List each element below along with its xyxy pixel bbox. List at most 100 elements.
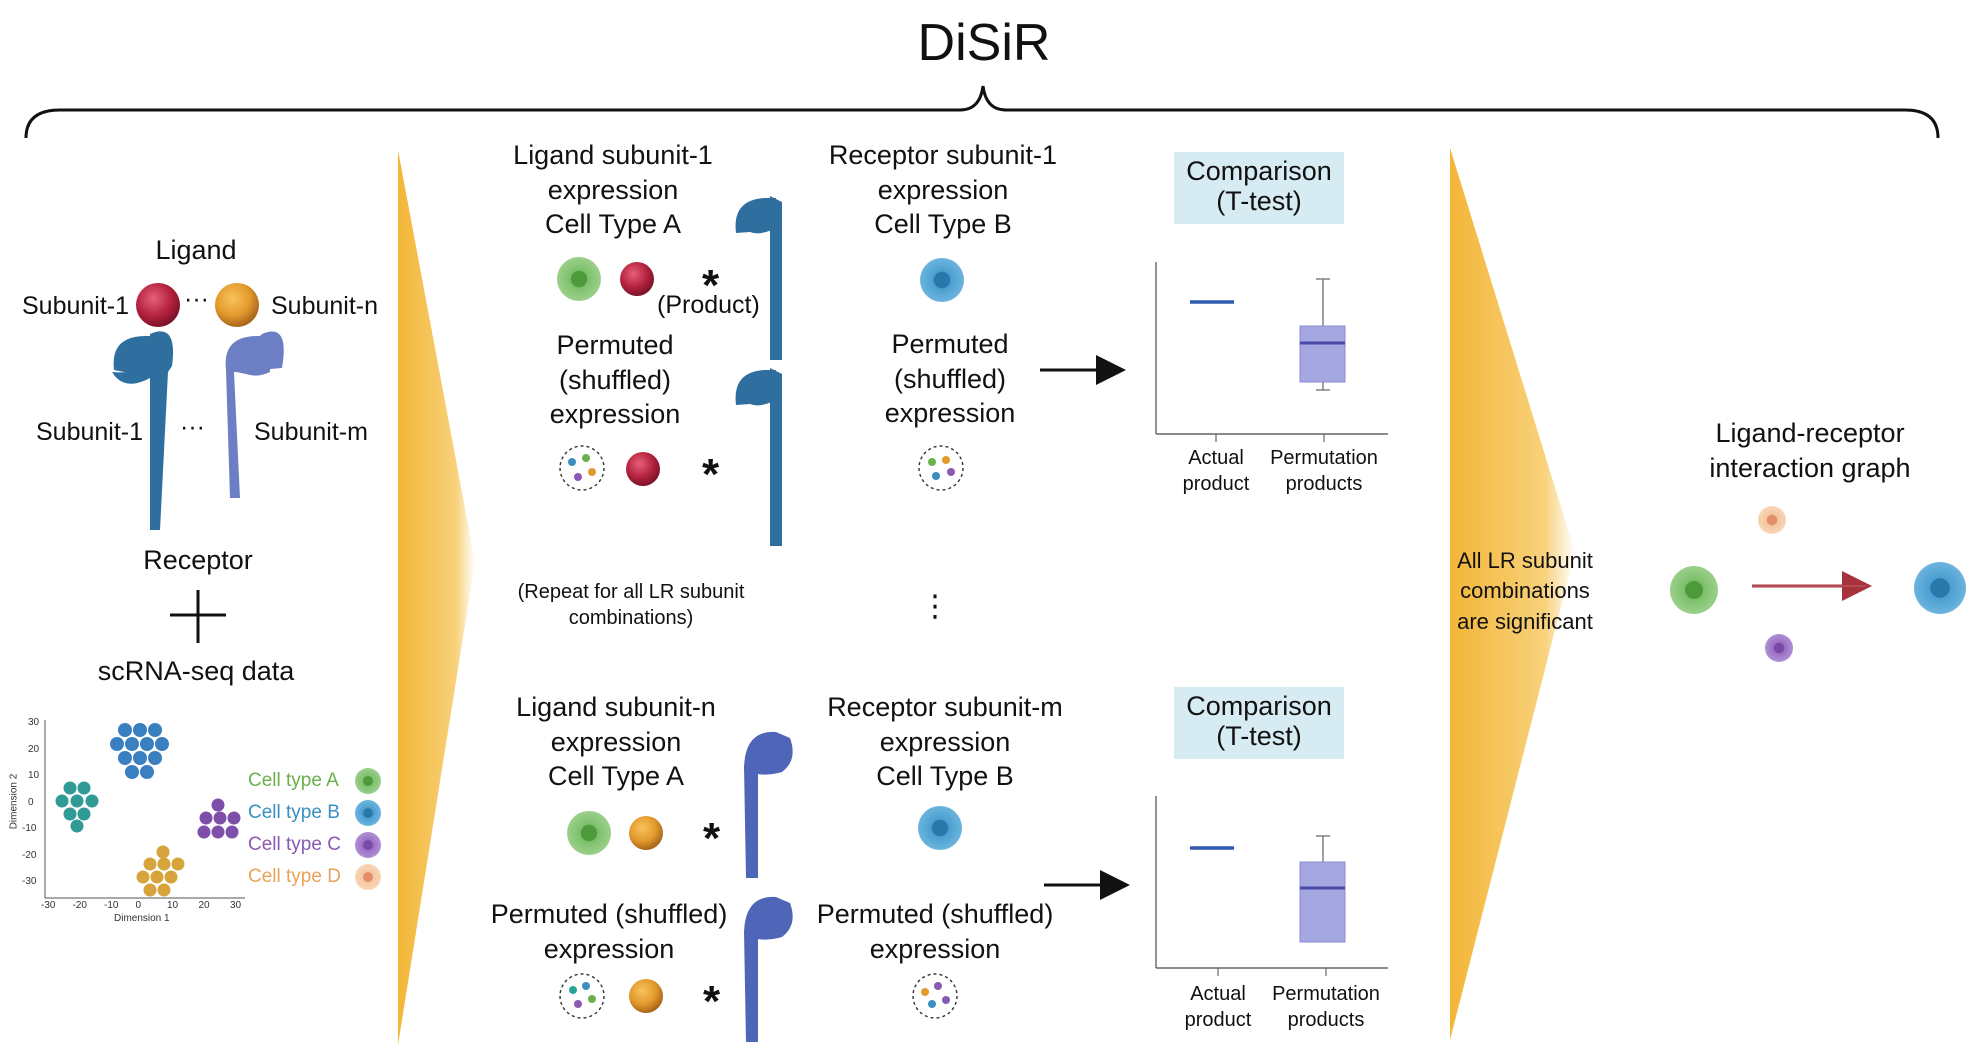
- scatter-point: [85, 794, 99, 808]
- red-ball-perm-top: [626, 452, 660, 486]
- page-title: DiSiR: [917, 14, 1051, 72]
- ligand-ellipsis: ···: [184, 285, 209, 313]
- comparison-box-top: Comparison (T-test): [1174, 152, 1344, 224]
- scatter-ytick: 0: [28, 796, 34, 808]
- ligand-red-ball: [136, 283, 180, 327]
- scatter-ytick: 20: [28, 743, 40, 755]
- scatter-ytick: 10: [28, 770, 40, 781]
- receptor-right-shape: [225, 331, 284, 498]
- scatter-xtick: -10: [104, 900, 119, 911]
- subunit-1-label: Subunit-1: [22, 292, 130, 320]
- ligand-subunit-n-label: Ligand subunit-n expression Cell Type A: [516, 692, 716, 792]
- scatter-xtick: -20: [72, 900, 87, 911]
- scatter-point: [156, 845, 170, 859]
- scatter-point: [143, 883, 157, 897]
- scatter-point: [140, 737, 154, 751]
- scatter-plot: [44, 720, 245, 899]
- scatter-point: [110, 737, 124, 751]
- cell-green-top: [557, 257, 601, 301]
- scatter-point: [63, 807, 77, 821]
- scatter-ytick: -10: [22, 823, 37, 834]
- legend-item: Cell type A: [248, 770, 339, 791]
- boxplot-top: [1155, 262, 1388, 442]
- scatter-ytick: -30: [22, 876, 37, 887]
- shuffled-cells-bottom-left: [559, 973, 605, 1019]
- perm-box-top: [1299, 325, 1346, 383]
- scatter-ytick: -20: [22, 849, 37, 861]
- permuted-top-right-label: Permuted (shuffled) expression: [884, 329, 1016, 429]
- graph-node-blue: [1914, 562, 1966, 614]
- cell-blue-top: [920, 258, 964, 302]
- scatter-point: [133, 751, 147, 765]
- receptor-left-shape: [112, 331, 174, 530]
- receptor-blue-perm-top: [735, 368, 782, 546]
- legend-dot: [355, 864, 381, 890]
- scatter-point: [197, 825, 211, 839]
- vertical-ellipsis: ⋮: [920, 590, 950, 623]
- receptor-ellipsis: ···: [180, 413, 205, 441]
- scatter-xtick: 20: [198, 900, 210, 911]
- gold-chevron-left: [398, 150, 475, 1045]
- permuted-top-left-label: Permuted (shuffled) expression: [549, 330, 681, 430]
- scatter-point: [55, 794, 69, 808]
- scatter-point: [77, 781, 91, 795]
- scatter-point: [171, 857, 185, 871]
- scatter-point: [157, 857, 171, 871]
- scatter-point: [136, 870, 150, 884]
- scrna-label: scRNA-seq data: [97, 656, 295, 686]
- permuted-bottom-right-label: Permuted (shuffled) expression: [816, 899, 1054, 964]
- product-star-perm-top: *: [702, 450, 720, 499]
- product-star-perm-bottom: *: [703, 977, 721, 1026]
- ligand-label: Ligand: [155, 235, 237, 265]
- scatter-point: [199, 811, 213, 825]
- scatter-ytick: 30: [28, 717, 40, 728]
- scatter-point: [125, 737, 139, 751]
- receptor-subunit-1-label: Receptor subunit-1 expression Cell Type …: [828, 140, 1058, 240]
- graph-node-green: [1670, 566, 1718, 614]
- scatter-point: [155, 737, 169, 751]
- scatter-point: [227, 811, 241, 825]
- legend-dot: [355, 832, 381, 858]
- scatter-point: [143, 857, 157, 871]
- scatter-point: [164, 870, 178, 884]
- product-star-bottom: *: [703, 814, 721, 863]
- actual-product-label-bottom: Actual product: [1184, 983, 1252, 1031]
- graph-node-peach: [1758, 506, 1786, 534]
- cell-green-bottom: [567, 811, 611, 855]
- actual-product-label-top: Actual product: [1182, 447, 1250, 495]
- scatter-xtick: 10: [167, 900, 179, 911]
- scatter-point: [70, 794, 84, 808]
- legend-item: Cell type B: [248, 802, 340, 823]
- perm-products-label-top: Permutation products: [1270, 447, 1378, 495]
- scatter-points: [55, 723, 381, 897]
- perm-products-label-bottom: Permutation products: [1272, 983, 1380, 1031]
- scatter-point: [150, 870, 164, 884]
- ligand-orange-ball: [215, 283, 259, 327]
- scatter-point: [63, 781, 77, 795]
- cell-blue-bottom: [918, 806, 962, 850]
- subunit-1b-label: Subunit-1: [36, 418, 144, 446]
- orange-ball-perm-bottom: [629, 979, 663, 1013]
- ligand-subunit-1-label: Ligand subunit-1 expression Cell Type A: [513, 140, 713, 240]
- legend-item: Cell type D: [248, 866, 341, 887]
- orange-ball-bottom: [629, 816, 663, 850]
- perm-box-bottom: [1299, 861, 1346, 943]
- shuffled-cells-top-left: [559, 445, 605, 491]
- legend-item: Cell type C: [248, 834, 341, 855]
- scatter-xlabel: Dimension 1: [114, 913, 170, 924]
- comparison-box-bottom: Comparison (T-test): [1174, 687, 1344, 759]
- plus-sign: [170, 590, 226, 643]
- legend-dot: [355, 800, 381, 826]
- scatter-point: [118, 751, 132, 765]
- graph-node-purple: [1765, 634, 1793, 662]
- shuffled-cells-bottom-right: [912, 973, 958, 1019]
- receptor-blue-top: [735, 196, 782, 360]
- scatter-point: [70, 819, 84, 833]
- boxplot-bottom: [1155, 796, 1388, 976]
- significant-label: All LR subunit combinations are signific…: [1457, 548, 1593, 634]
- gold-chevron-right: [1450, 148, 1575, 1040]
- scatter-point: [125, 765, 139, 779]
- scatter-point: [157, 883, 171, 897]
- scatter-point: [148, 751, 162, 765]
